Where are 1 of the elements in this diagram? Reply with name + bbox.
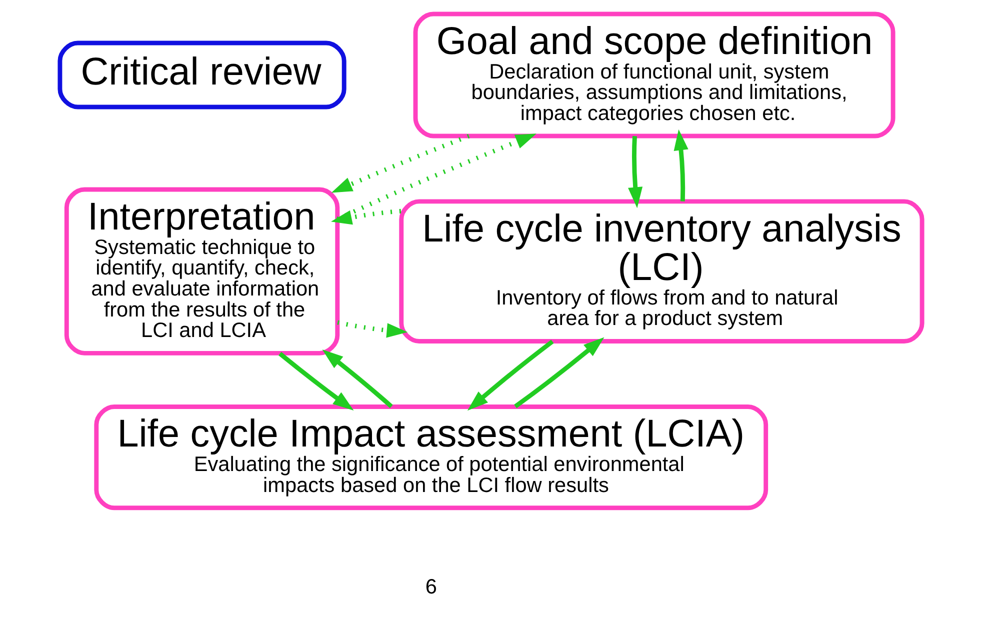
label: 6 — [424, 576, 436, 599]
